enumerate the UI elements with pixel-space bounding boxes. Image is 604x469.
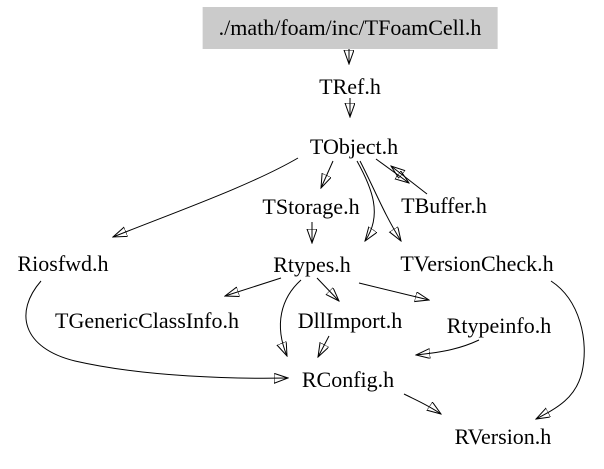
node-rtypes[interactable]: Rtypes.h xyxy=(273,252,351,277)
edge-tobject-to-tstorage xyxy=(321,160,334,188)
node-riosfwd[interactable]: Riosfwd.h xyxy=(17,251,109,276)
node-tbuffer[interactable]: TBuffer.h xyxy=(401,193,487,218)
edge-tobject-to-rtypes xyxy=(356,160,374,241)
node-tref[interactable]: TRef.h xyxy=(319,74,381,99)
node-tgenericclassinfo[interactable]: TGenericClassInfo.h xyxy=(55,308,239,333)
edge-rconfig-to-rversion xyxy=(403,393,441,414)
edge-riosfwd-to-rconfig xyxy=(25,280,288,378)
edge-rtypeinfo-to-rconfig xyxy=(416,339,480,355)
edge-rtypes-to-rconfig xyxy=(280,279,302,356)
node-dllimport[interactable]: DllImport.h xyxy=(297,308,403,333)
node-rtypeinfo[interactable]: Rtypeinfo.h xyxy=(446,313,552,338)
edge-rtypes-to-rtypeinfo xyxy=(358,282,429,300)
edge-rtypes-to-dllimport xyxy=(316,277,339,301)
edge-tbuffer-to-tobject xyxy=(391,166,428,195)
node-tfoamcell: ./math/foam/inc/TFoamCell.h xyxy=(202,7,498,49)
node-tobject[interactable]: TObject.h xyxy=(309,134,399,159)
edge-tversioncheck-to-rversion xyxy=(536,280,585,419)
node-tstorage[interactable]: TStorage.h xyxy=(262,194,360,219)
node-rconfig[interactable]: RConfig.h xyxy=(301,367,395,392)
edge-tobject-to-tbuffer xyxy=(375,158,409,183)
edge-tobject-to-riosfwd xyxy=(113,157,299,237)
node-tversioncheck[interactable]: TVersionCheck.h xyxy=(400,251,554,276)
node-rversion[interactable]: RVersion.h xyxy=(454,424,552,449)
edge-dllimport-to-rconfig xyxy=(318,335,330,357)
edge-tobject-to-tversioncheck xyxy=(359,160,401,241)
edge-rtypes-to-tgenericclassinfo xyxy=(225,277,282,296)
